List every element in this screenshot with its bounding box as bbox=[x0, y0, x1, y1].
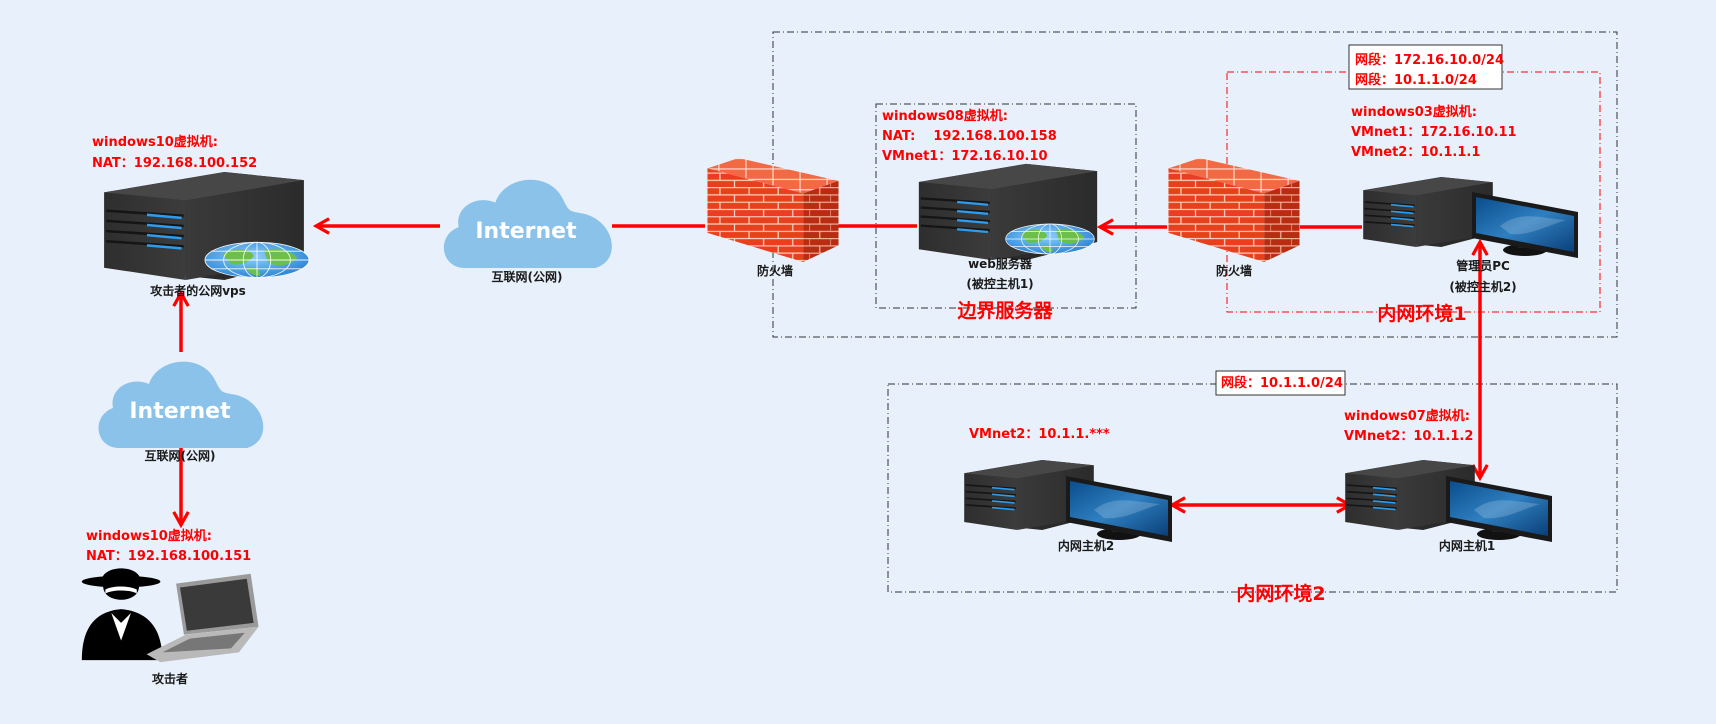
zone-border-server-box bbox=[875, 103, 1137, 309]
web-info-line-2: NAT: 192.168.100.158 bbox=[882, 129, 1057, 144]
internet-cloud-left[interactable]: Internet 互联网(公网) bbox=[98, 361, 264, 463]
intranet2-segment-box: 网段：10.1.1.0/24 bbox=[1215, 370, 1346, 396]
intranet-host-1-node[interactable]: windows07虚拟机: VMnet2：10.1.1.2 内网主机1 bbox=[1344, 408, 1552, 553]
globe-icon bbox=[1005, 223, 1095, 255]
vps-label: 攻击者的公网vps bbox=[150, 283, 246, 298]
cloud-left-text: Internet bbox=[129, 399, 231, 424]
segment-line-1: 网段：172.16.10.0/24 bbox=[1355, 52, 1504, 68]
zone-border-server-label: 边界服务器 bbox=[956, 299, 1053, 322]
admin-info-line-3: VMnet2：10.1.1.1 bbox=[1351, 145, 1480, 160]
zone-intranet2-label: 内网环境2 bbox=[1236, 582, 1325, 605]
vps-info-line-2: NAT：192.168.100.152 bbox=[92, 156, 257, 171]
vps-info-line-1: windows10虚拟机: bbox=[92, 134, 218, 150]
globe-icon bbox=[204, 241, 310, 279]
host1-info-line-1: windows07虚拟机: bbox=[1344, 408, 1470, 424]
admin-label-line-1: 管理员PC bbox=[1456, 258, 1510, 273]
admin-info-line-2: VMnet1：172.16.10.11 bbox=[1351, 125, 1517, 140]
attacker-info-line-2: NAT：192.168.100.151 bbox=[86, 549, 251, 564]
web-info-line-1: windows08虚拟机: bbox=[882, 108, 1008, 124]
admin-info-line-1: windows03虚拟机: bbox=[1351, 104, 1477, 120]
host1-info-line-2: VMnet2：10.1.1.2 bbox=[1344, 429, 1473, 444]
firewall-2-label: 防火墙 bbox=[1216, 263, 1252, 278]
cloud-left-label: 互联网(公网) bbox=[145, 449, 216, 463]
attacker-label: 攻击者 bbox=[152, 671, 188, 686]
segment-line-2: 网段：10.1.1.0/24 bbox=[1355, 72, 1477, 88]
firewall-icon bbox=[707, 158, 839, 262]
segment-line-1: 网段：10.1.1.0/24 bbox=[1221, 375, 1343, 391]
hacker-laptop-icon bbox=[81, 568, 259, 663]
links bbox=[181, 226, 1480, 525]
host1-label: 内网主机1 bbox=[1439, 538, 1495, 553]
firewall-1-node[interactable]: 防火墙 bbox=[707, 158, 839, 278]
web-label-line-1: web服务器 bbox=[968, 256, 1033, 271]
internet-cloud-top[interactable]: Internet 互联网(公网) bbox=[443, 179, 612, 284]
firewall-icon bbox=[1168, 158, 1300, 262]
admin-pc-node[interactable]: windows03虚拟机: VMnet1：172.16.10.11 VMnet2… bbox=[1351, 104, 1578, 294]
host2-info-line-1: VMnet2：10.1.1.*** bbox=[969, 427, 1110, 442]
cloud-top-label: 互联网(公网) bbox=[492, 270, 563, 284]
web-server-node[interactable]: windows08虚拟机: NAT: 192.168.100.158 VMnet… bbox=[882, 108, 1099, 291]
cloud-top-text: Internet bbox=[475, 219, 577, 244]
zone-intranet1-label: 内网环境1 bbox=[1377, 302, 1466, 325]
attacker-vps-node[interactable]: windows10虚拟机: NAT：192.168.100.152 攻击者的公网… bbox=[92, 134, 310, 298]
attacker-node[interactable]: windows10虚拟机: NAT：192.168.100.151 攻击者 bbox=[81, 528, 259, 686]
intranet-host-2-node[interactable]: VMnet2：10.1.1.*** 内网主机2 bbox=[963, 427, 1172, 553]
monitor-icon bbox=[1446, 476, 1552, 542]
attacker-info-line-1: windows10虚拟机: bbox=[86, 528, 212, 544]
firewall-1-label: 防火墙 bbox=[757, 263, 793, 278]
admin-label-line-2: (被控主机2) bbox=[1449, 279, 1516, 294]
web-info-line-3: VMnet1：172.16.10.10 bbox=[882, 149, 1048, 164]
monitor-icon bbox=[1472, 192, 1578, 258]
web-label-line-2: (被控主机1) bbox=[966, 276, 1033, 291]
monitor-icon bbox=[1066, 476, 1172, 542]
host2-label: 内网主机2 bbox=[1058, 538, 1114, 553]
firewall-2-node[interactable]: 防火墙 bbox=[1168, 158, 1300, 278]
intranet1-segment-box: 网段：172.16.10.0/24 网段：10.1.1.0/24 bbox=[1348, 44, 1504, 90]
